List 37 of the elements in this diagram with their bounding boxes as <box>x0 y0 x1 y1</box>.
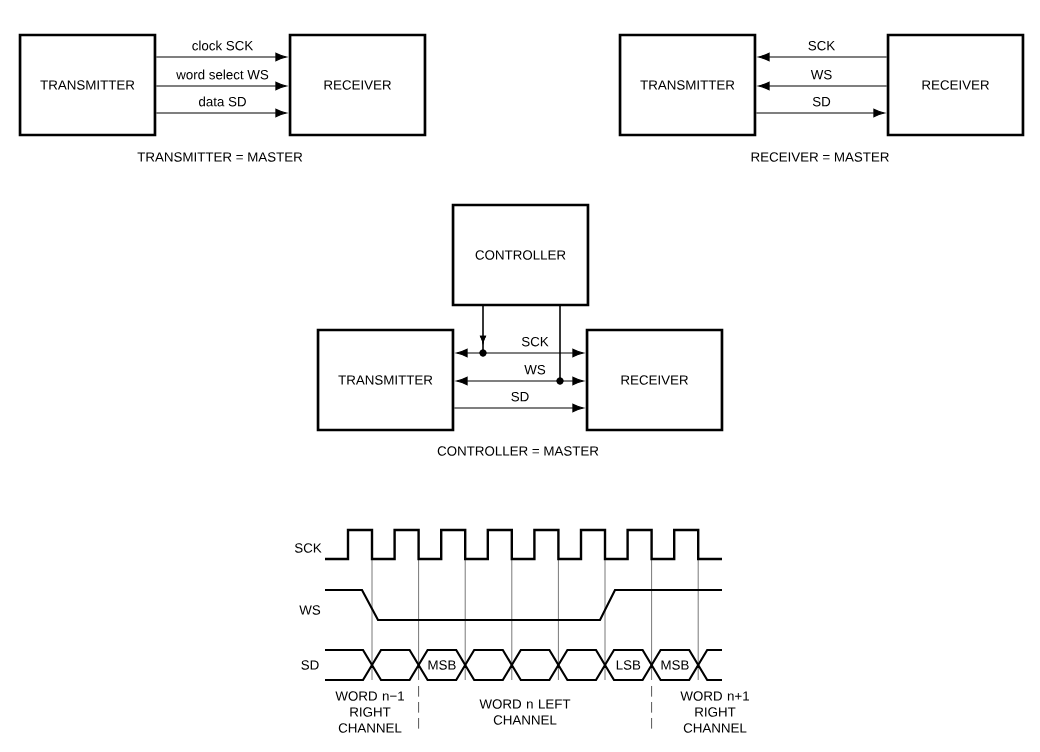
signal-label: SD <box>812 96 831 107</box>
signal-label: data SD <box>199 96 246 107</box>
signal-label: SCK <box>808 40 836 51</box>
signal-arrow <box>755 108 885 118</box>
signal-label: MSB <box>661 660 689 670</box>
signal-arrow <box>480 304 584 358</box>
signal-label: LSB <box>616 660 641 670</box>
block-box: TRANSMITTER <box>618 33 757 137</box>
block-box: TRANSMITTER <box>18 33 157 137</box>
block-box: RECEIVER <box>288 33 427 137</box>
signal-arrow <box>155 108 287 118</box>
signal-label: MSB <box>428 660 456 670</box>
signal-label: clock SCK <box>192 40 254 51</box>
signal-label: WORD n−1 RIGHT CHANNEL <box>335 691 404 733</box>
block-box: RECEIVER <box>886 33 1025 137</box>
signal-label: word select WS <box>176 69 269 80</box>
signal-label: SD <box>511 391 529 402</box>
signal-arrow <box>758 81 888 91</box>
signal-label: CONTROLLER = MASTER <box>437 446 599 456</box>
signal-label: SCK <box>521 336 549 347</box>
signal-label: WS <box>524 364 546 375</box>
signal-label: SCK <box>294 543 322 553</box>
signal-arrow <box>155 52 287 62</box>
signal-label: WS <box>810 69 832 80</box>
signal-arrow <box>155 81 287 91</box>
signal-label: TRANSMITTER = MASTER <box>137 152 303 162</box>
block-box: CONTROLLER <box>451 203 590 307</box>
signal-label: SD <box>301 660 319 670</box>
signal-label: WORD n+1 RIGHT CHANNEL <box>680 691 749 733</box>
signal-arrow <box>559 304 584 386</box>
signal-arrow <box>758 52 888 62</box>
signal-label: WS <box>299 605 321 615</box>
block-box: TRANSMITTER <box>316 328 455 432</box>
signal-label: WORD n LEFT CHANNEL <box>479 699 571 725</box>
signal-arrow <box>453 403 584 413</box>
block-box: RECEIVER <box>585 328 724 432</box>
signal-label: RECEIVER = MASTER <box>751 152 889 162</box>
